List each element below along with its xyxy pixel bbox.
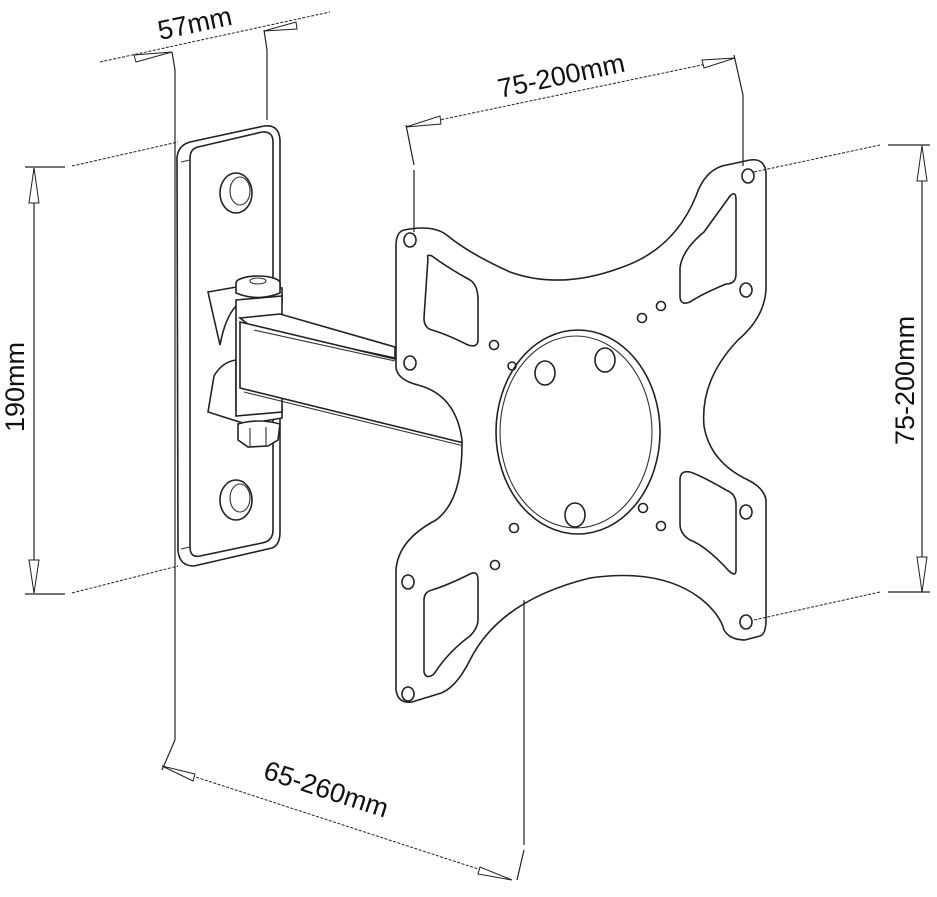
slot-bl: [423, 572, 479, 678]
vesa-hole-br2: [739, 614, 753, 630]
slot-tl: [423, 254, 479, 347]
wall-plate: [176, 124, 281, 567]
dim-label-190mm: 190mm: [0, 342, 30, 432]
dim-label-vesa-h: 75-200mm: [495, 48, 627, 104]
dim-label-57mm: 57mm: [155, 1, 235, 46]
slot-tr: [679, 192, 737, 304]
swivel-disc: [495, 329, 661, 535]
vesa-hole-tr: [741, 168, 755, 184]
dim-wall-plate-height: 190mm: [0, 141, 179, 595]
wall-plate-upper-hole: [219, 172, 253, 214]
vesa-hole-bl1: [401, 574, 415, 590]
vesa-hole-bl2: [401, 686, 415, 702]
vesa-mounting-plate: [395, 158, 767, 704]
slot-br: [679, 470, 737, 575]
dim-vesa-vertical: 75-200mm: [753, 144, 930, 621]
wall-plate-lower-hole: [219, 479, 253, 521]
vesa-hole-br1: [739, 504, 753, 520]
dim-label-vesa-v: 75-200mm: [890, 316, 920, 445]
vesa-hole-mr: [739, 282, 753, 298]
vesa-hole-tl: [403, 232, 417, 248]
top-bolt-icon: [235, 275, 281, 299]
dim-label-65-260mm: 65-260mm: [260, 755, 392, 823]
vesa-hole-ml: [403, 355, 417, 371]
bottom-nut-icon: [237, 420, 281, 448]
